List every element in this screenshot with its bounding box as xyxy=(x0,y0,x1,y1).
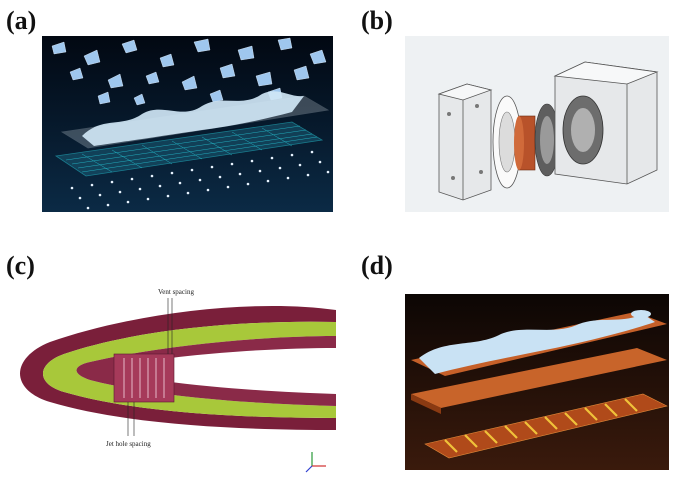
annotation-jet-hole-spacing: Jet hole spacing xyxy=(106,440,151,448)
axis-triad-icon xyxy=(305,452,326,473)
panel-label-c: (c) xyxy=(6,251,35,280)
panel-c-image: Vent spacing Jet hole spacing xyxy=(10,280,336,476)
panel-label-b: (b) xyxy=(361,6,393,35)
panel-b-image xyxy=(405,36,669,212)
panel-a-image xyxy=(42,36,333,212)
annotation-vent-spacing: Vent spacing xyxy=(158,288,194,296)
panel-label-d: (d) xyxy=(361,251,393,280)
panel-d-image xyxy=(405,294,669,470)
panel-label-a: (a) xyxy=(6,6,37,35)
